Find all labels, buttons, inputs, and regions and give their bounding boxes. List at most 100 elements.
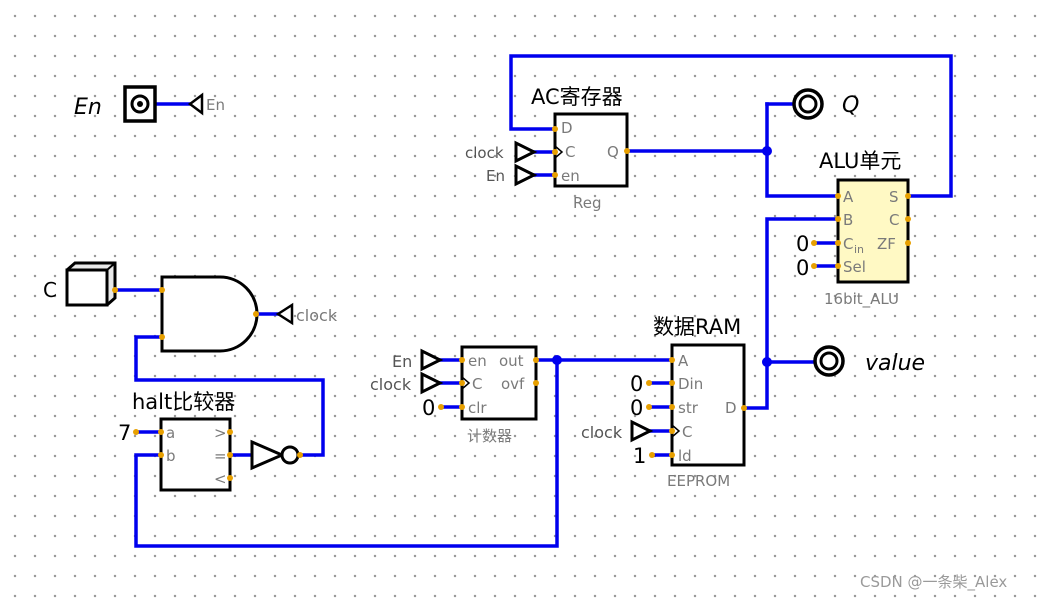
data-ram[interactable]: 数据RAM A Din str C ld D EEPROM	[653, 315, 747, 490]
en-tunnel-label: En	[206, 96, 225, 114]
and-clock-tunnel: clock	[275, 302, 338, 326]
ram-clock-tunnel-label: clock	[581, 423, 623, 442]
alu-pin-a: A	[843, 188, 854, 206]
counter-clock-tunnel-label: clock	[370, 375, 412, 394]
value-output[interactable]: value	[813, 345, 925, 377]
comparator-pin-eq: =	[214, 447, 227, 465]
and-gate-icon[interactable]	[160, 275, 259, 353]
tunnel-triangle-icon	[420, 348, 444, 372]
comparator-pin-b: b	[166, 447, 176, 465]
tunnel-triangle-icon	[420, 371, 444, 395]
wire-counter-bus	[134, 358, 559, 548]
alu-pin-zf: ZF	[877, 235, 896, 253]
comparator-box[interactable]	[159, 417, 232, 492]
wire-not-out	[134, 335, 325, 457]
ac-register[interactable]: AC寄存器 D C Q en Reg	[531, 85, 630, 212]
pin-en: en	[561, 167, 580, 185]
tunnel-triangle-icon	[514, 140, 538, 164]
tunnel-triangle-icon	[275, 302, 294, 326]
comparator-a-constant: 7	[118, 421, 131, 445]
output-pin-icon[interactable]	[813, 345, 845, 377]
tunnel-triangle-icon	[514, 163, 538, 187]
and-gate[interactable]	[159, 275, 259, 353]
ram-din-constant: 0	[630, 372, 643, 396]
ac-clock-tunnel-label: clock	[465, 144, 504, 162]
counter-en-tunnel: En	[392, 348, 444, 372]
tunnel-triangle-icon	[187, 92, 204, 116]
counter-box[interactable]	[460, 345, 538, 421]
alu-pin-cin: C	[843, 235, 853, 253]
junctions	[552, 146, 772, 367]
alu-pin-b: B	[843, 211, 853, 229]
en-tunnel: En	[187, 92, 225, 116]
ram-ld-constant: 1	[633, 444, 646, 468]
ram-pin-a: A	[678, 352, 689, 370]
ac-register-subtitle: Reg	[573, 194, 602, 212]
comparator-pin-gt: >	[214, 424, 227, 442]
alu-title: ALU单元	[819, 149, 901, 173]
comparator-title: halt比较器	[132, 390, 235, 414]
wire-q-vertical	[765, 102, 840, 198]
pin-d: D	[561, 119, 573, 137]
alu-pin-c: C	[889, 211, 899, 229]
ram-title: 数据RAM	[653, 315, 741, 339]
clock-input-icon	[671, 424, 681, 438]
wire-alu-s-feedback	[509, 54, 953, 198]
counter-clock-tunnel: clock	[370, 371, 444, 395]
clock-input-icon	[461, 376, 471, 390]
ram-subtitle: EEPROM	[667, 472, 730, 490]
counter-en-tunnel-label: En	[392, 352, 412, 371]
counter-pin-ovf: ovf	[501, 375, 525, 393]
ac-en-tunnel-label: En	[486, 167, 505, 185]
c-input[interactable]: C	[43, 261, 118, 307]
ram-str-constant: 0	[630, 396, 643, 420]
ac-clock-tunnel: clock	[465, 140, 538, 164]
wires	[113, 54, 953, 548]
q-output[interactable]: Q	[792, 88, 859, 120]
alu-cin-constant: 0	[796, 232, 809, 256]
counter-subtitle: 计数器	[467, 427, 512, 445]
counter-pin-out: out	[499, 352, 524, 370]
counter-pin-c: C	[472, 375, 482, 393]
counter-pin-en: en	[468, 352, 487, 370]
clock-input-icon	[554, 145, 564, 159]
comparator-pin-a: a	[166, 424, 175, 442]
halt-comparator[interactable]: halt比较器 a b > = <	[132, 390, 235, 492]
alu-pin-cin-sub: in	[854, 243, 864, 256]
counter[interactable]: en C clr out ovf 计数器	[459, 345, 539, 445]
ac-en-tunnel: En	[486, 163, 538, 187]
ram-pin-din: Din	[678, 375, 703, 393]
not-gate[interactable]	[250, 439, 303, 471]
pin-q: Q	[607, 143, 619, 161]
alu-pin-s: S	[889, 188, 899, 206]
ram-clock-tunnel: clock	[581, 419, 654, 443]
pin-c: C	[565, 143, 575, 161]
alu-pin-sel: Sel	[843, 258, 866, 276]
ram-box[interactable]	[670, 343, 746, 467]
counter-pin-clr: clr	[468, 399, 487, 417]
value-output-label: value	[865, 351, 925, 376]
ram-pin-ld: ld	[678, 447, 692, 465]
en-input-label: En	[74, 95, 102, 120]
alu-unit[interactable]: ALU单元 A B C in Sel S C ZF 16bit_ALU	[819, 149, 911, 309]
junction-q	[762, 146, 772, 156]
alu-subtitle: 16bit_ALU	[824, 290, 899, 309]
alu-sel-constant: 0	[796, 256, 809, 280]
ac-register-title: AC寄存器	[531, 85, 623, 109]
output-pin-icon[interactable]	[792, 88, 824, 120]
watermark: CSDN @一条柴_Alex	[860, 573, 1007, 592]
comparator-pin-lt: <	[214, 470, 227, 488]
and-clock-tunnel-label: clock	[296, 306, 338, 325]
junction-value	[762, 357, 772, 367]
en-input[interactable]: En	[74, 85, 157, 123]
wire-alu-b	[742, 217, 840, 410]
alu-box[interactable]	[836, 178, 910, 284]
q-output-label: Q	[842, 93, 859, 118]
ram-pin-d: D	[725, 399, 737, 417]
c-input-label: C	[43, 278, 57, 302]
not-gate-icon[interactable]	[250, 439, 286, 471]
junction-counter	[552, 355, 562, 365]
ram-pin-str: str	[678, 399, 699, 417]
